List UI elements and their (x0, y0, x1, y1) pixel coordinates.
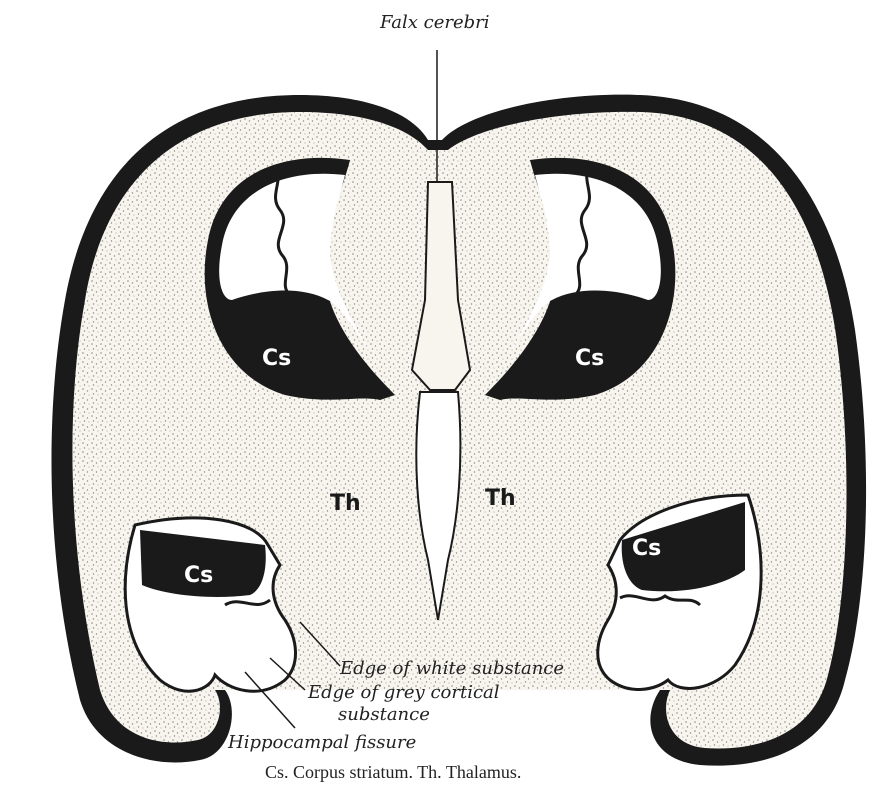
falx-cerebri-label: Falx cerebri (379, 12, 490, 33)
cs-upper-left-label: Cs (262, 346, 291, 371)
th-left-label: Th (330, 491, 361, 516)
edge-grey-substance-label: substance (338, 704, 430, 725)
edge-white-substance-label: Edge of white substance (339, 658, 564, 679)
cs-lower-left-label: Cs (184, 563, 213, 588)
hippocampal-fissure-label: Hippocampal fissure (227, 732, 416, 753)
cs-lower-right-label: Cs (632, 536, 661, 561)
figure-caption: Cs. Corpus striatum. Th. Thalamus. (265, 762, 521, 782)
edge-grey-cortical-label: Edge of grey cortical (307, 682, 500, 703)
th-right-label: Th (485, 486, 516, 511)
cs-upper-right-label: Cs (575, 346, 604, 371)
